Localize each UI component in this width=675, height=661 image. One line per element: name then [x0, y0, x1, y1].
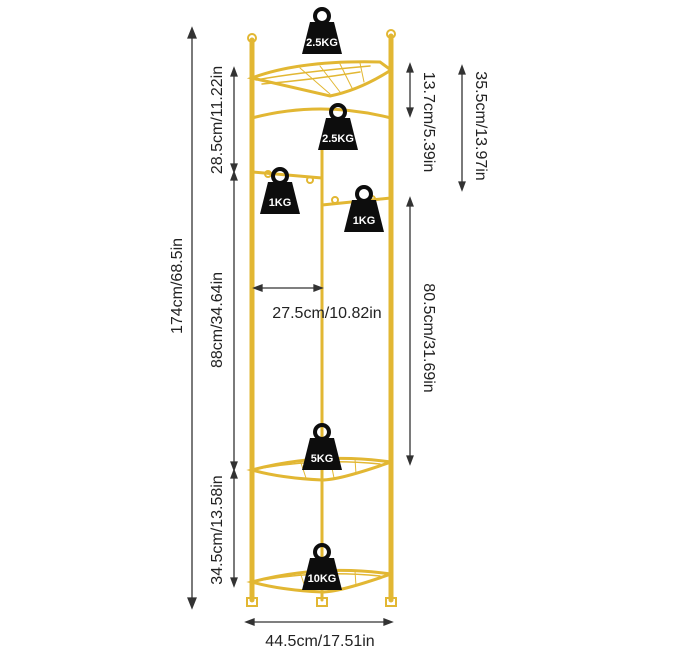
total-height-label: 174cm/68.5in: [169, 238, 186, 334]
right-foot: [385, 597, 397, 607]
dimension-lines: [187, 26, 466, 626]
middle-shelf-weight-icon: 5KG: [302, 423, 342, 470]
middle-section-label: 88cm/34.64in: [209, 272, 226, 368]
upper-arc-rail: [250, 107, 393, 120]
top-section-label: 28.5cm/11.22in: [209, 66, 226, 174]
right-hook-weight-icon: 1KG: [344, 185, 384, 232]
middle-shelf-weight-label: 5KG: [311, 453, 334, 465]
upper-shelf-weight-label: 2.5KG: [322, 133, 354, 145]
top-to-hook-label: 35.5cm/13.97in: [472, 71, 489, 180]
top-shelf-weight-label: 2.5KG: [306, 37, 338, 49]
top-shelf-weight-icon: 2.5KG: [302, 7, 342, 54]
right-hook-weight-label: 1KG: [353, 215, 376, 227]
center-foot: [316, 597, 328, 607]
right-post-cap: [386, 29, 396, 39]
bottom-shelf-weight-icon: 10KG: [302, 543, 342, 590]
left-foot: [246, 597, 258, 607]
bottom-shelf-weight-label: 10KG: [308, 573, 337, 585]
bottom-section-label: 34.5cm/13.58in: [209, 475, 226, 584]
left-hook-weight-icon: 1KG: [260, 167, 300, 214]
shelf-depth-label: 27.5cm/10.82in: [272, 305, 381, 322]
width-label: 44.5cm/17.51in: [265, 633, 374, 650]
hook-to-shelf-label: 80.5cm/31.69in: [420, 283, 437, 392]
left-post-cap: [247, 33, 257, 43]
shelf-gap-label: 13.7cm/5.39in: [420, 72, 437, 173]
left-hook-weight-label: 1KG: [269, 197, 292, 209]
upper-shelf-weight-icon: 2.5KG: [318, 103, 358, 150]
top-shelf: [246, 60, 394, 98]
